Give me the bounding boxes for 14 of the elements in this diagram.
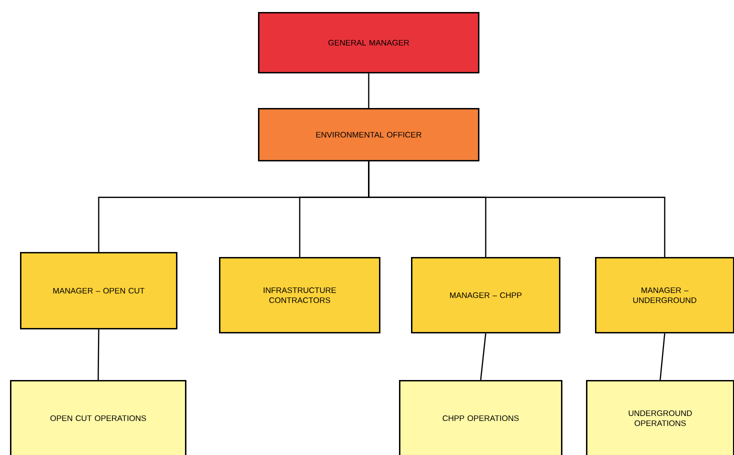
manager-box: MANAGER – OPEN CUT [20,252,178,330]
operations-box: UNDERGROUND OPERATIONS [586,380,734,455]
officer-box: ENVIRONMENTAL OFFICER [258,108,480,162]
contractor-box: INFRASTRUCTURE CONTRACTORS [219,257,380,334]
manager-box: MANAGER – UNDERGROUND [595,257,734,334]
connector-line [368,73,370,108]
connector-line [98,329,100,380]
connector-line [660,333,666,380]
connector-line [368,161,666,257]
manager-box: GENERAL MANAGER [258,12,480,74]
operations-box: OPEN CUT OPERATIONS [10,380,186,455]
operations-box: CHPP OPERATIONS [399,380,562,455]
manager-box: MANAGER – CHPP [411,257,560,334]
connector-line [480,333,486,380]
